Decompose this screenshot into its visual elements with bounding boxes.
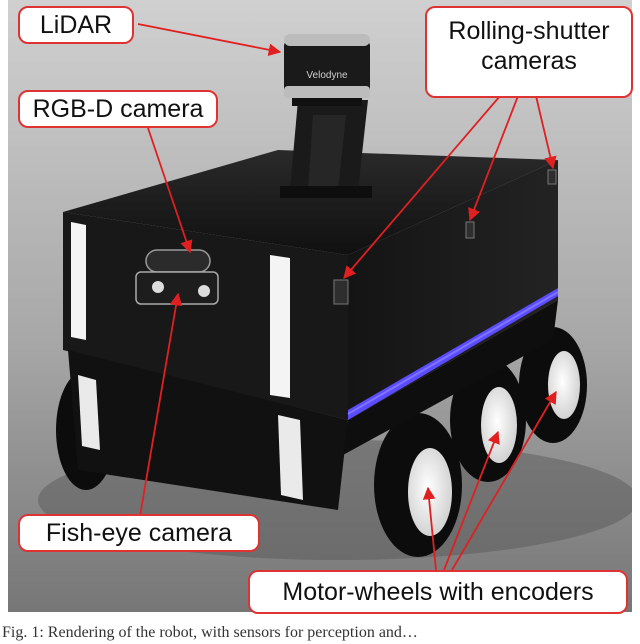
label-fisheye-camera: Fish-eye camera	[18, 514, 260, 552]
robot-chassis	[63, 150, 559, 510]
lidar-brand-text: Velodyne	[306, 70, 348, 81]
arrow-lidar	[137, 23, 282, 56]
label-rolling-shutter-line1: Rolling-shutter	[448, 17, 610, 45]
arrow-rs-1	[343, 95, 501, 279]
figure-caption: Fig. 1: Rendering of the robot, with sen…	[2, 624, 418, 641]
arrow-fisheye	[139, 292, 183, 517]
lidar-sensor: Velodyne	[280, 34, 372, 198]
label-motor-wheels: Motor-wheels with encoders	[248, 570, 628, 614]
arrow-rs-2	[468, 95, 519, 222]
arrow-wheel-3	[451, 390, 557, 571]
label-rolling-shutter-cameras: Rolling-shutter cameras	[425, 6, 633, 98]
arrow-wheel-1	[422, 486, 437, 571]
arrow-wheel-2	[443, 430, 500, 571]
rgbd-camera-device	[135, 249, 219, 305]
label-lidar: LiDAR	[18, 6, 134, 44]
wheels	[56, 327, 587, 557]
arrow-rs-3	[535, 95, 557, 170]
annotation-arrows	[137, 23, 557, 571]
white-light-panels	[71, 222, 303, 500]
robot-render: Velodyne	[8, 0, 632, 612]
arrow-rgbd	[147, 127, 193, 254]
label-rolling-shutter-line2: cameras	[481, 47, 577, 75]
label-rgbd-camera: RGB-D camera	[18, 90, 218, 128]
rolling-shutter-camera-modules	[333, 169, 557, 305]
